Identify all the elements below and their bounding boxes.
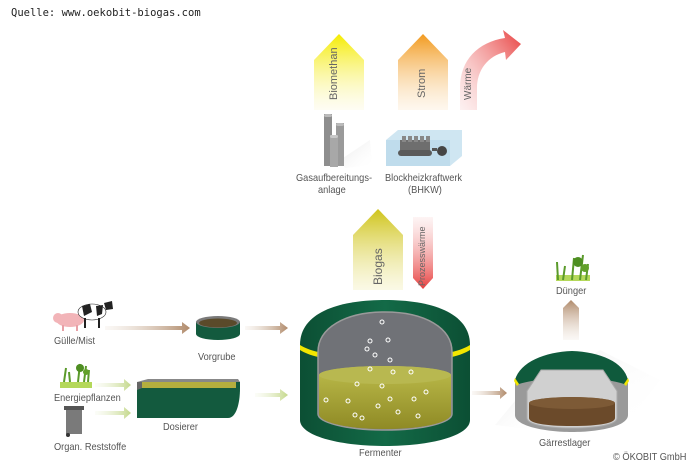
guelle-to-vorgrube-arrow [105, 322, 190, 334]
vorgrube-to-fermenter-arrow [245, 322, 288, 334]
duenger-label: Dünger [556, 285, 587, 297]
fermenter-to-gaerrest-arrow [472, 387, 507, 399]
gas-upgrading-icon [324, 114, 372, 168]
dosierer-to-fermenter-arrow [255, 389, 288, 401]
strom-label: Strom [416, 68, 428, 98]
waste-bin-icon [64, 406, 84, 437]
dosierer-label: Dosierer [163, 421, 198, 433]
vorgrube-tank [196, 316, 240, 340]
biomethan-arrow [314, 34, 364, 110]
vorgrube-label: Vorgrube [198, 351, 236, 363]
energy-crops-icon [60, 363, 92, 388]
prozesswaerme-label: Prozesswärme [417, 226, 427, 286]
gaerrestlager-label: Gärrestlager [539, 437, 591, 449]
reststoffe-label: Organ. Reststoffe [54, 441, 127, 453]
bhkw-label-1: Blockheizkraftwerk [385, 172, 463, 184]
energiepflanzen-arrow [95, 379, 131, 391]
chp-plant-icon [386, 130, 462, 166]
fertilizer-plants-icon [556, 254, 590, 281]
gasaufbereitung-label-1: Gasaufbereitungs- [296, 172, 373, 184]
biogas-arrow [353, 209, 403, 290]
waerme-label: Wärme [463, 67, 474, 100]
duenger-arrow [563, 300, 579, 340]
guelle-label: Gülle/Mist [54, 335, 96, 347]
livestock-icon [53, 301, 113, 331]
biomethan-label: Biomethan [328, 47, 340, 100]
source-caption: Quelle: www.oekobit-biogas.com [11, 7, 201, 19]
prozesswaerme-arrow [413, 217, 433, 289]
fermenter-tank [300, 300, 540, 446]
fermenter-label: Fermenter [359, 447, 402, 459]
strom-arrow [398, 34, 448, 110]
gaerrestlager-tank [514, 350, 660, 432]
dosierer-tank [137, 379, 240, 418]
energiepflanzen-label: Energiepflanzen [54, 392, 121, 404]
reststoffe-arrow [95, 407, 131, 419]
gasaufbereitung-label-2: anlage [318, 184, 346, 196]
waerme-arrow [460, 30, 521, 110]
bhkw-label-2: (BHKW) [408, 184, 442, 196]
biogas-label: Biogas [371, 248, 385, 285]
copyright: © ÖKOBIT GmbH [612, 451, 686, 463]
